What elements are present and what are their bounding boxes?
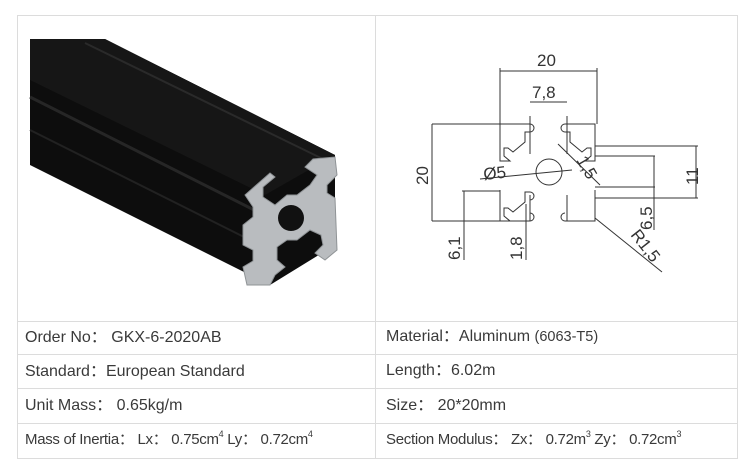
dim-height: 20 (413, 166, 432, 185)
spec-order-no: Order No： GKX-6-2020AB (25, 329, 222, 346)
divider (17, 458, 738, 459)
dim-slot-width: 7,8 (532, 83, 556, 102)
spec-material: Material：Aluminum (6063-T5) (386, 328, 599, 345)
dim-slot-depth: 6,5 (637, 206, 656, 230)
divider (737, 15, 738, 459)
spec-unit-mass: Unit Mass： 0.65kg/m (25, 397, 183, 414)
spec-length: Length：6.02m (386, 362, 496, 379)
divider (375, 15, 376, 459)
dim-slot-span: 11 (683, 167, 700, 185)
spec-standard: Standard：European Standard (25, 363, 245, 380)
dim-width: 20 (537, 51, 556, 70)
dim-radius: R1,5 (627, 226, 664, 266)
cross-section-drawing: 20 7,8 20 Ø5 1,5 11 6,5 6,1 1,8 R1,5 (413, 51, 700, 273)
divider (17, 388, 738, 389)
spec-size: Size： 20*20mm (386, 397, 507, 414)
dim-lip-offset: 6,1 (445, 236, 464, 260)
profile-outline (499, 116, 596, 222)
spec-section-modulus: Section Modulus： Zx： 0.72m3 Zy： 0.72cm3 (386, 429, 682, 449)
aluminum-profile-photo (29, 39, 338, 286)
divider (17, 15, 18, 459)
spec-inertia: Mass of Inertia： Lx： 0.75cm4 Ly： 0.72cm4 (25, 429, 313, 449)
dim-lip: 1,8 (507, 236, 526, 260)
divider (17, 321, 738, 322)
divider (17, 354, 738, 355)
divider (17, 15, 738, 16)
dim-web: 1,5 (573, 153, 601, 183)
divider (17, 423, 738, 424)
dim-bore: Ø5 (482, 163, 507, 184)
